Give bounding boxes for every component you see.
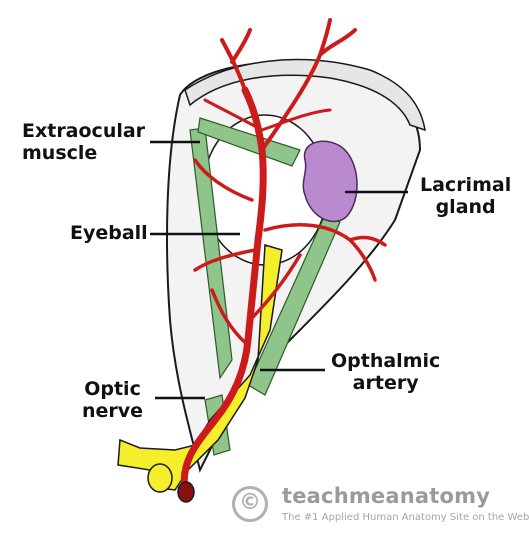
label-optic-nerve: Optic nerve [82,378,144,422]
brand-name: teachmeanatomy [282,484,491,508]
artery-end [177,481,195,503]
brand-tagline: The #1 Applied Human Anatomy Site on the… [282,512,529,523]
brand-watermark: © teachmeanatomy The #1 Applied Human An… [232,484,529,528]
optic-nerve-end [147,463,173,493]
label-extraocular-muscle: Extraocular muscle [22,120,146,164]
label-lacrimal-gland: Lacrimal gland [420,174,512,218]
artery-branch-top-right [260,18,357,152]
copyright-symbol: © [239,490,261,515]
label-eyeball: Eyeball [70,222,148,244]
artery-branch-medial [210,253,302,347]
artery-branch-lacrimal [263,223,387,282]
artery-branch-top-left [220,28,252,92]
muscle-superior [197,117,301,167]
orbit-roof [184,58,426,132]
artery-branch-left [193,158,257,272]
copyright-circle-icon [232,486,268,522]
artery-branch-upper [203,98,332,132]
lacrimal-gland-shape [302,140,358,223]
label-opthalmic-artery: Opthalmic artery [331,350,441,394]
